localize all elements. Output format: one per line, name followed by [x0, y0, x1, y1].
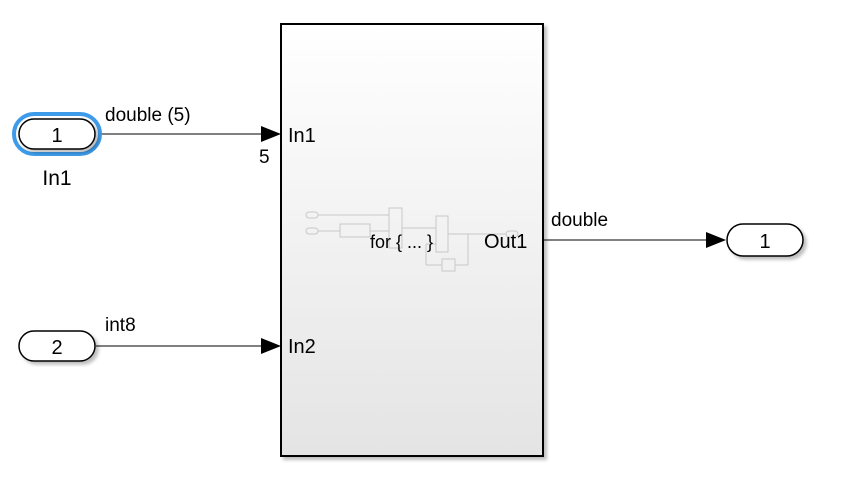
outport-number-1: 1	[759, 231, 770, 253]
subsystem-content-label: for { ... }	[370, 232, 433, 252]
signal-dimension-in1: 5	[259, 147, 270, 168]
for-iterator-subsystem-block[interactable]: for { ... } In1 In2 Out1	[280, 23, 544, 457]
signal-label-in2: int8	[105, 315, 136, 336]
signal-label-in1: double (5)	[105, 105, 191, 126]
subsystem-port-label-in1: In1	[288, 125, 316, 147]
subsystem-preview-icon	[305, 207, 519, 272]
inport-number-1: 1	[51, 125, 62, 147]
signal-line-in1[interactable]	[98, 126, 281, 142]
subsystem-port-label-out1: Out1	[484, 231, 527, 253]
signal-line-out1[interactable]	[543, 232, 726, 248]
signal-label-out1: double	[551, 210, 608, 231]
subsystem-port-label-in2: In2	[288, 336, 316, 358]
inport-name-1[interactable]: In1	[42, 167, 71, 190]
inport-block-1[interactable]: 1	[12, 112, 102, 156]
inport-number-2: 2	[51, 337, 62, 359]
signal-line-in2[interactable]	[96, 338, 281, 354]
outport-block-1[interactable]: 1	[726, 223, 804, 257]
inport-block-2[interactable]: 2	[18, 330, 96, 362]
